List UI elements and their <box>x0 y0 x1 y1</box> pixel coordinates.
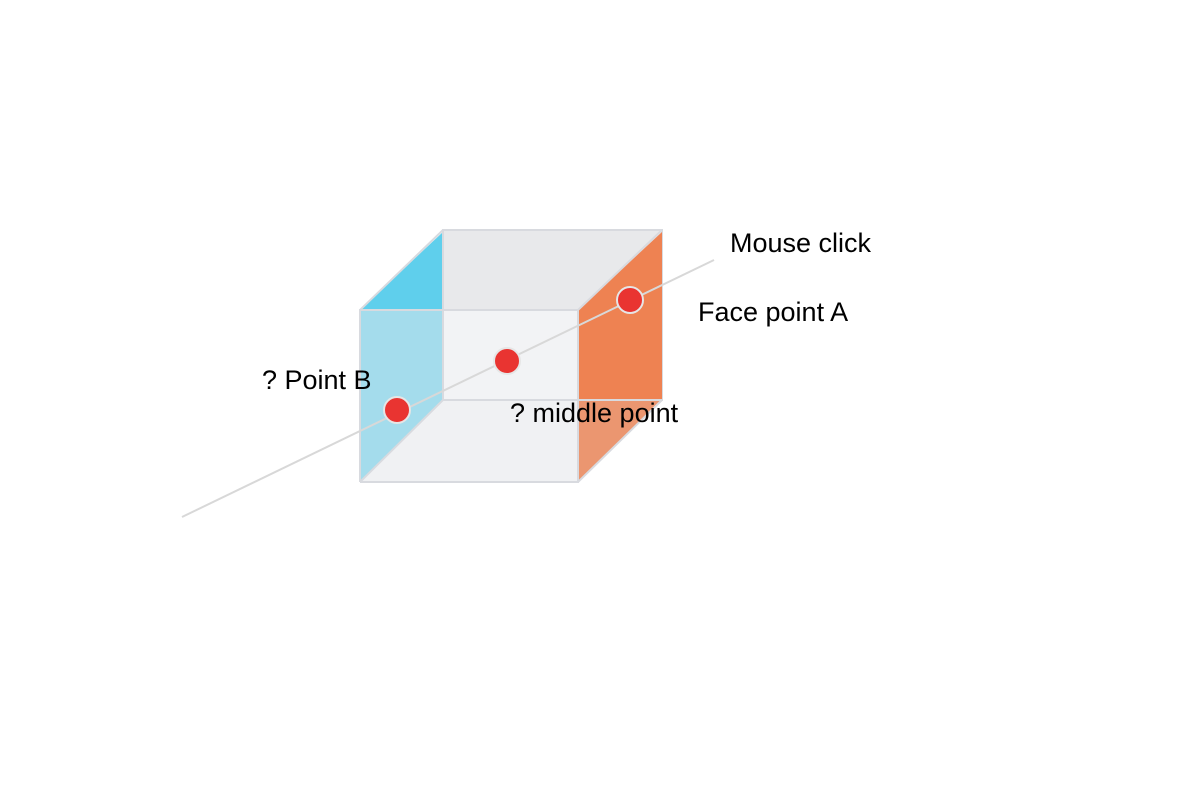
middle-point-label: ? middle point <box>510 398 679 428</box>
cube-edges <box>359 229 663 483</box>
mouse-click-label: Mouse click <box>730 228 872 258</box>
face-point-a-label: Face point A <box>698 297 849 327</box>
middle-point-marker <box>493 347 521 375</box>
face-point-a-marker <box>616 286 644 314</box>
point-b-marker <box>383 396 411 424</box>
point-b-label: ? Point B <box>262 365 372 395</box>
